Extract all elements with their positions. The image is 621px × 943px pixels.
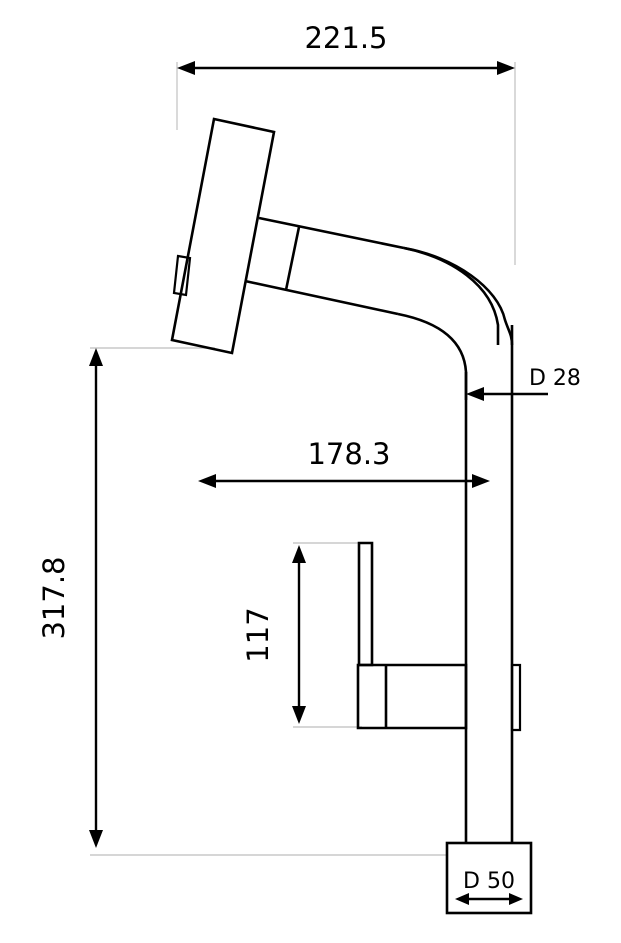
dim-label-handle-height: 117: [241, 607, 275, 662]
dim-label-column-diameter: D 28: [529, 366, 581, 391]
dimension-overall-height: 317.8: [37, 348, 103, 848]
dimension-base-diameter: D 50: [455, 869, 523, 905]
spout-arm-bottom-edge: [244, 279, 399, 316]
spout-bend-inner: [397, 312, 468, 400]
dim-label-base-diameter: D 50: [463, 869, 515, 894]
arrow-right-base-diameter: [509, 893, 523, 905]
extension-lines: [90, 62, 516, 856]
spout-bend-outer-join: [403, 246, 514, 346]
dimension-overall-width: 221.5: [177, 21, 515, 75]
dim-label-overall-width: 221.5: [304, 21, 387, 55]
dimension-column-diameter: D 28: [466, 366, 581, 401]
arrow-bottom-handle-height: [292, 706, 306, 724]
arrow-top-overall-height: [89, 348, 103, 366]
arrow-right-overall-width: [497, 61, 515, 75]
spout-neck-divider: [284, 226, 301, 291]
arrow-column-diameter: [466, 387, 484, 401]
spray-head-side-tab: [172, 254, 192, 297]
arrow-left-spout-reach: [198, 474, 216, 488]
arrow-top-handle-height: [292, 545, 306, 563]
dimension-spout-reach: 178.3: [198, 437, 490, 488]
column-side-tab: [510, 663, 522, 732]
mounting-base: [445, 841, 533, 915]
arrow-left-overall-width: [177, 61, 195, 75]
arrow-left-base-diameter: [455, 893, 469, 905]
dimension-handle-height: 117: [241, 545, 306, 724]
dim-label-overall-height: 317.8: [37, 556, 71, 639]
spout-arm-top-edge: [258, 216, 405, 250]
arrow-right-spout-reach: [472, 474, 490, 488]
handle-body: [356, 663, 468, 730]
arrow-bottom-overall-height: [89, 830, 103, 848]
dim-label-spout-reach: 178.3: [307, 437, 390, 471]
spray-head: [170, 117, 276, 355]
handle-lever: [357, 541, 374, 667]
